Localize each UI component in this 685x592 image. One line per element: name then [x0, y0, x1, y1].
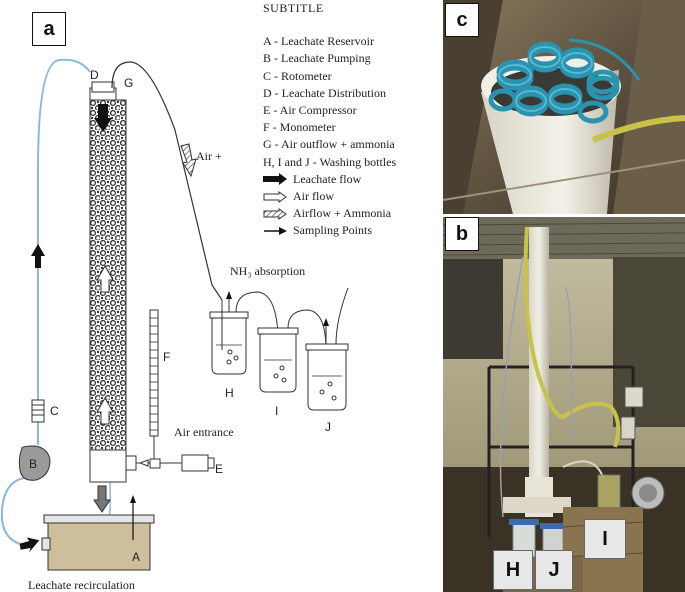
label-h: H [225, 386, 234, 400]
reservoir-lid [43, 514, 155, 524]
monometer [149, 309, 159, 437]
air-plus-label: Air + [196, 149, 222, 163]
air-outflow-tube [111, 61, 223, 301]
legend-item: A - Leachate Reservoir [263, 34, 374, 49]
legend-item: B - Leachate Pumping [263, 51, 371, 66]
legend-arrow-row: Airflow + Ammonia [263, 205, 396, 222]
legend-arrow-row: Leachate flow [263, 171, 396, 188]
label-b: B [29, 457, 38, 471]
legend-item: D - Leachate Distribution [263, 85, 386, 100]
legend-arrow-row: Air flow [263, 188, 396, 205]
legend-item: G - Air outflow + ammonia [263, 137, 395, 152]
label-e: E [215, 462, 224, 476]
bottle-link-2 [287, 309, 327, 351]
legend-arrow-label: Air flow [293, 189, 334, 204]
air-inlet-connector [125, 455, 137, 471]
pump [18, 445, 51, 481]
column-drain-arrow [93, 485, 111, 513]
photo-label-h: H [493, 550, 533, 590]
pump-to-reservoir-tube [0, 477, 25, 546]
label-c: C [50, 404, 59, 418]
reservoir-outlet [41, 537, 51, 551]
bottle-j-outlet [335, 287, 349, 345]
thin-arrow-icon [264, 227, 287, 236]
leachate-flow-arrow [31, 244, 45, 268]
reservoir-out-arrow [19, 537, 40, 553]
air-entrance-label: Air entrance [174, 425, 234, 439]
label-a: A [132, 550, 141, 564]
legend-item: C - Rotometer [263, 68, 332, 83]
black-arrow-icon [263, 173, 287, 186]
air-flow-arrow-1 [96, 264, 114, 293]
photo-c-image [443, 0, 685, 214]
nh3-absorption-label: NH₃ absorption [230, 264, 306, 278]
white-arrow-icon [263, 190, 287, 203]
leachate-recirculation-label: Leachate recirculation [28, 578, 135, 592]
legend-arrow-label: Leachate flow [293, 171, 362, 186]
bottle-i [257, 327, 299, 393]
legend-title: SUBTITLE [263, 1, 324, 15]
air-flow-arrow-2 [96, 396, 114, 425]
distribution-head [91, 81, 115, 93]
panel-label-b: b [445, 217, 479, 251]
column-base [89, 449, 127, 483]
panel-label-a: a [32, 12, 66, 46]
distribution-down-arrow [94, 104, 112, 132]
photo-label-j: J [535, 550, 573, 590]
panel-label-c: c [445, 3, 479, 37]
label-g: G [124, 76, 134, 90]
bottle-link-1 [235, 291, 279, 336]
schematic-diagram [0, 58, 349, 571]
legend-item: H, I and J - Washing bottles [263, 154, 397, 169]
label-f: F [163, 350, 171, 364]
label-d: D [90, 68, 99, 82]
rotometer [31, 399, 45, 423]
legend-arrow-label: Sampling Points [293, 223, 373, 238]
legend: SUBTITLE A - Leachate Reservoir B - Leac… [263, 0, 396, 240]
air-compressor [181, 454, 209, 472]
photo-label-i: I [584, 519, 626, 559]
label-i: I [275, 404, 279, 418]
bottle-h [209, 291, 249, 375]
photo-b-image [443, 217, 685, 592]
label-j: J [325, 420, 331, 434]
legend-arrow-row: Sampling Points [263, 222, 396, 239]
bottle-j [305, 318, 349, 411]
hatched-arrow-icon [263, 207, 287, 220]
photo-column-top [443, 0, 685, 214]
hatched-arrow [180, 143, 197, 178]
legend-item: F - Monometer [263, 120, 336, 135]
air-in-arrow [138, 459, 149, 467]
photo-setup: H J I [443, 217, 685, 592]
legend-arrow-label: Airflow + Ammonia [293, 206, 392, 221]
recirculation-tube [37, 58, 91, 400]
legend-item: E - Air Compressor [263, 103, 357, 118]
